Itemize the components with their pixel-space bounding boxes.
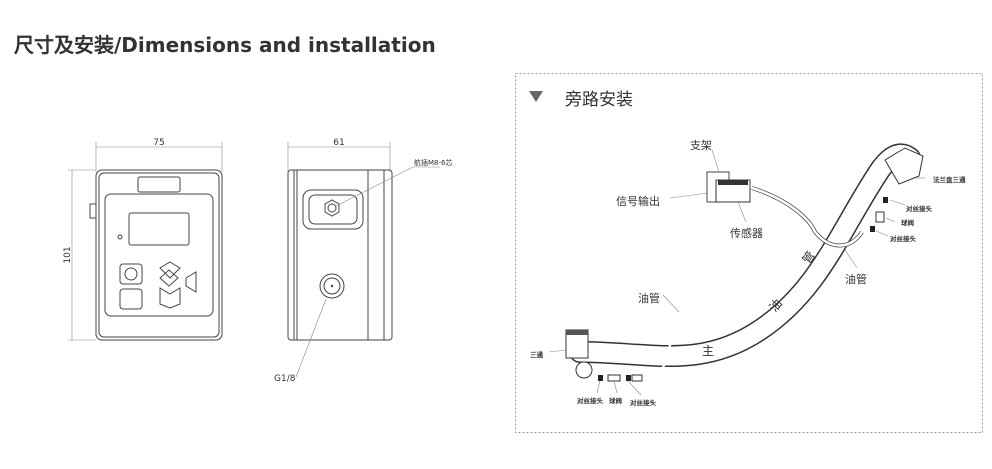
- label-nipple-3: 对丝接头: [577, 396, 604, 405]
- label-tee: 三通: [530, 350, 544, 359]
- port-label: G1/8: [274, 374, 296, 384]
- bypass-installation-panel: 旁路安装: [515, 73, 983, 433]
- front-view-drawing: 75 101: [63, 138, 223, 341]
- side-view-drawing: 61 航插M8-6芯 G1/8: [274, 138, 452, 384]
- label-sensor: 传感器: [730, 227, 763, 240]
- label-oil-pipe-left: 油管: [638, 291, 660, 305]
- triangle-down-icon: [529, 91, 543, 102]
- front-width-dimension: 75: [153, 138, 164, 148]
- label-oil-pipe-right: 油管: [845, 272, 867, 286]
- page-title: 尺寸及安装/Dimensions and installation: [14, 33, 436, 57]
- front-height-dimension: 101: [63, 246, 73, 263]
- label-signal-output: 信号输出: [616, 194, 660, 208]
- panel-title: 旁路安装: [565, 90, 633, 110]
- connector-label: 航插M8-6芯: [414, 158, 452, 167]
- label-main-pipe-1: 主: [702, 344, 714, 358]
- label-nipple-1: 对丝接头: [906, 204, 933, 213]
- label-ball-valve-2: 球阀: [609, 396, 623, 405]
- label-ball-valve-1: 球阀: [901, 218, 915, 227]
- side-width-dimension: 61: [333, 138, 344, 148]
- label-nipple-4: 对丝接头: [630, 398, 657, 407]
- label-nipple-2: 对丝接头: [890, 234, 917, 243]
- label-flange-tee: 法兰盘三通: [933, 175, 966, 184]
- label-bracket: 支架: [690, 139, 712, 152]
